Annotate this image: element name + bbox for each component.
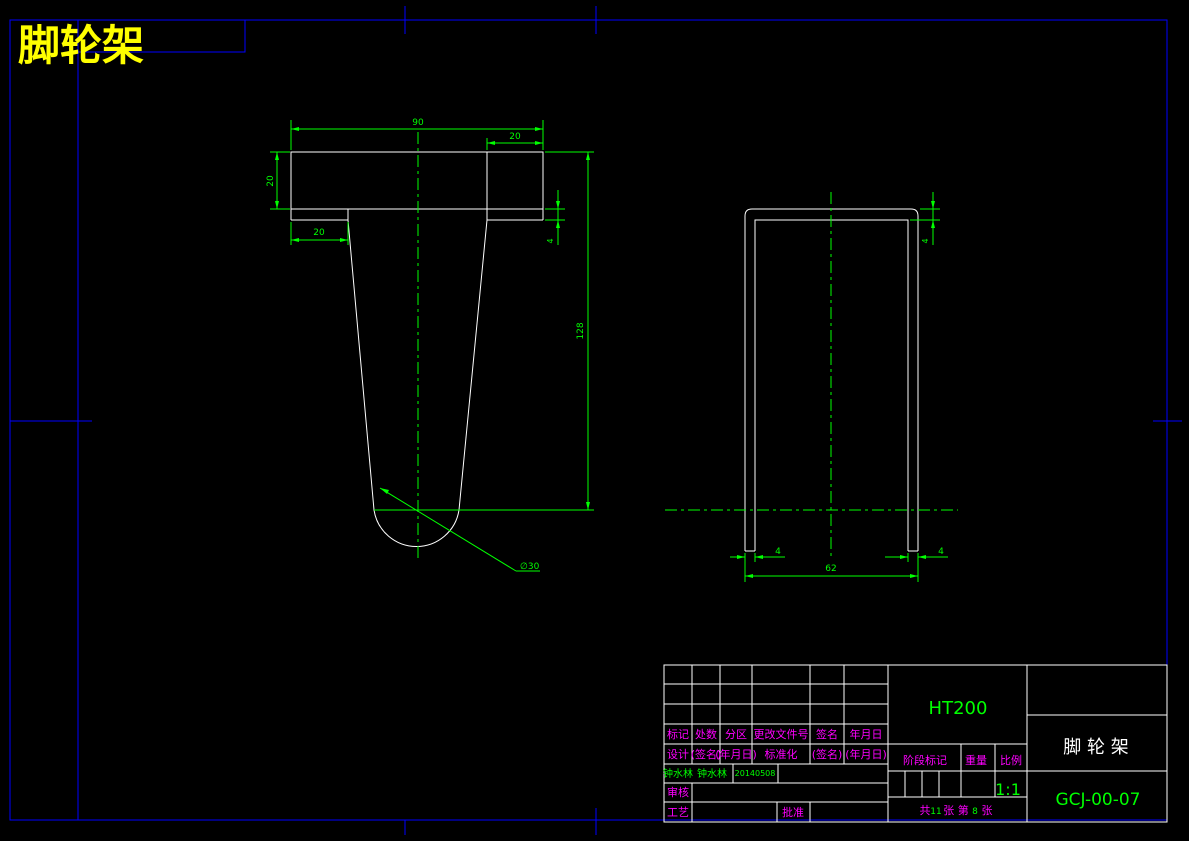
tb-design: 设计	[667, 748, 689, 761]
tb-zone: 分区	[725, 728, 747, 741]
title-block-grid	[663, 664, 1168, 823]
tb-design-sign: (签名)	[691, 747, 722, 761]
tb-mark: 标记	[667, 727, 689, 741]
side-centerlines	[665, 192, 958, 560]
mark-row: 标记 处数 分区 更改文件号 签名 年月日	[667, 727, 883, 741]
dim-side-top-thickness: 4	[921, 238, 930, 243]
design-row: 设计 (签名) (年月日) 标准化 (签名) (年月日)	[667, 747, 887, 761]
sheet-info: 共 11 张 第 8 张	[920, 803, 993, 817]
sheet-prefix: 共	[920, 804, 931, 817]
tb-ratio: 比例	[1000, 753, 1022, 767]
centering-marks	[10, 6, 1182, 835]
tb-weight: 重量	[965, 753, 987, 767]
dim-overall-height: 128	[576, 322, 586, 339]
front-dimension-lines	[270, 120, 594, 572]
title-block: HT200 脚 轮 架 GCJ-00-07 1:1 标记 处数 分区 更改文件号…	[663, 664, 1168, 823]
tb-standard: 标准化	[765, 747, 798, 761]
material-label: HT200	[929, 698, 988, 719]
tb-signature: 签名	[816, 727, 838, 741]
dim-bottom-left-step: 20	[313, 228, 325, 238]
tb-process: 工艺	[667, 806, 689, 819]
dim-side-wall-left: 4	[775, 547, 781, 557]
front-view-outline	[290, 151, 544, 547]
tb-designer: 钟水林	[663, 767, 693, 780]
dim-side-width: 62	[825, 564, 836, 574]
tb-date: 年月日	[850, 727, 883, 741]
dim-side-wall-right: 4	[938, 547, 944, 557]
drawing-title: 脚轮架	[18, 21, 144, 70]
tb-change-doc: 更改文件号	[754, 727, 809, 741]
side-arrows	[737, 201, 935, 578]
tb-approve: 批准	[782, 805, 804, 819]
sheet-middle: 张 第	[943, 803, 969, 817]
tb-standard-sign: (签名)	[812, 747, 843, 761]
dim-top-width: 90	[412, 118, 424, 128]
sheet-suffix: 张	[982, 804, 993, 817]
drawing-number: GCJ-00-07	[1056, 790, 1141, 810]
dim-bottom-diameter: ∅30	[520, 562, 540, 572]
part-name: 脚 轮 架	[1063, 737, 1128, 758]
tb-designer2: 钟水林	[697, 767, 727, 780]
tb-date-value: 20140508	[735, 769, 776, 778]
inner-frame	[77, 19, 1168, 821]
sheet-total: 11	[930, 807, 941, 817]
side-dimension-lines	[730, 192, 948, 582]
side-view: 4 4 62 4	[665, 192, 958, 582]
scale-value: 1:1	[995, 780, 1021, 799]
front-arrows	[275, 127, 590, 510]
title-box	[77, 19, 246, 53]
tb-count: 处数	[695, 728, 717, 741]
dim-top-height: 20	[266, 175, 276, 187]
dim-top-right-step: 20	[509, 132, 521, 142]
front-view: 90 20 20 20 4 128 ∅30	[266, 118, 594, 572]
tb-standard-date: (年月日)	[845, 747, 887, 761]
dim-step-height: 4	[546, 238, 555, 243]
tb-stage-mark: 阶段标记	[903, 753, 947, 767]
sheet-current: 8	[972, 807, 978, 817]
tb-review: 审核	[667, 785, 689, 799]
tb-design-date: (年月日)	[715, 747, 757, 761]
